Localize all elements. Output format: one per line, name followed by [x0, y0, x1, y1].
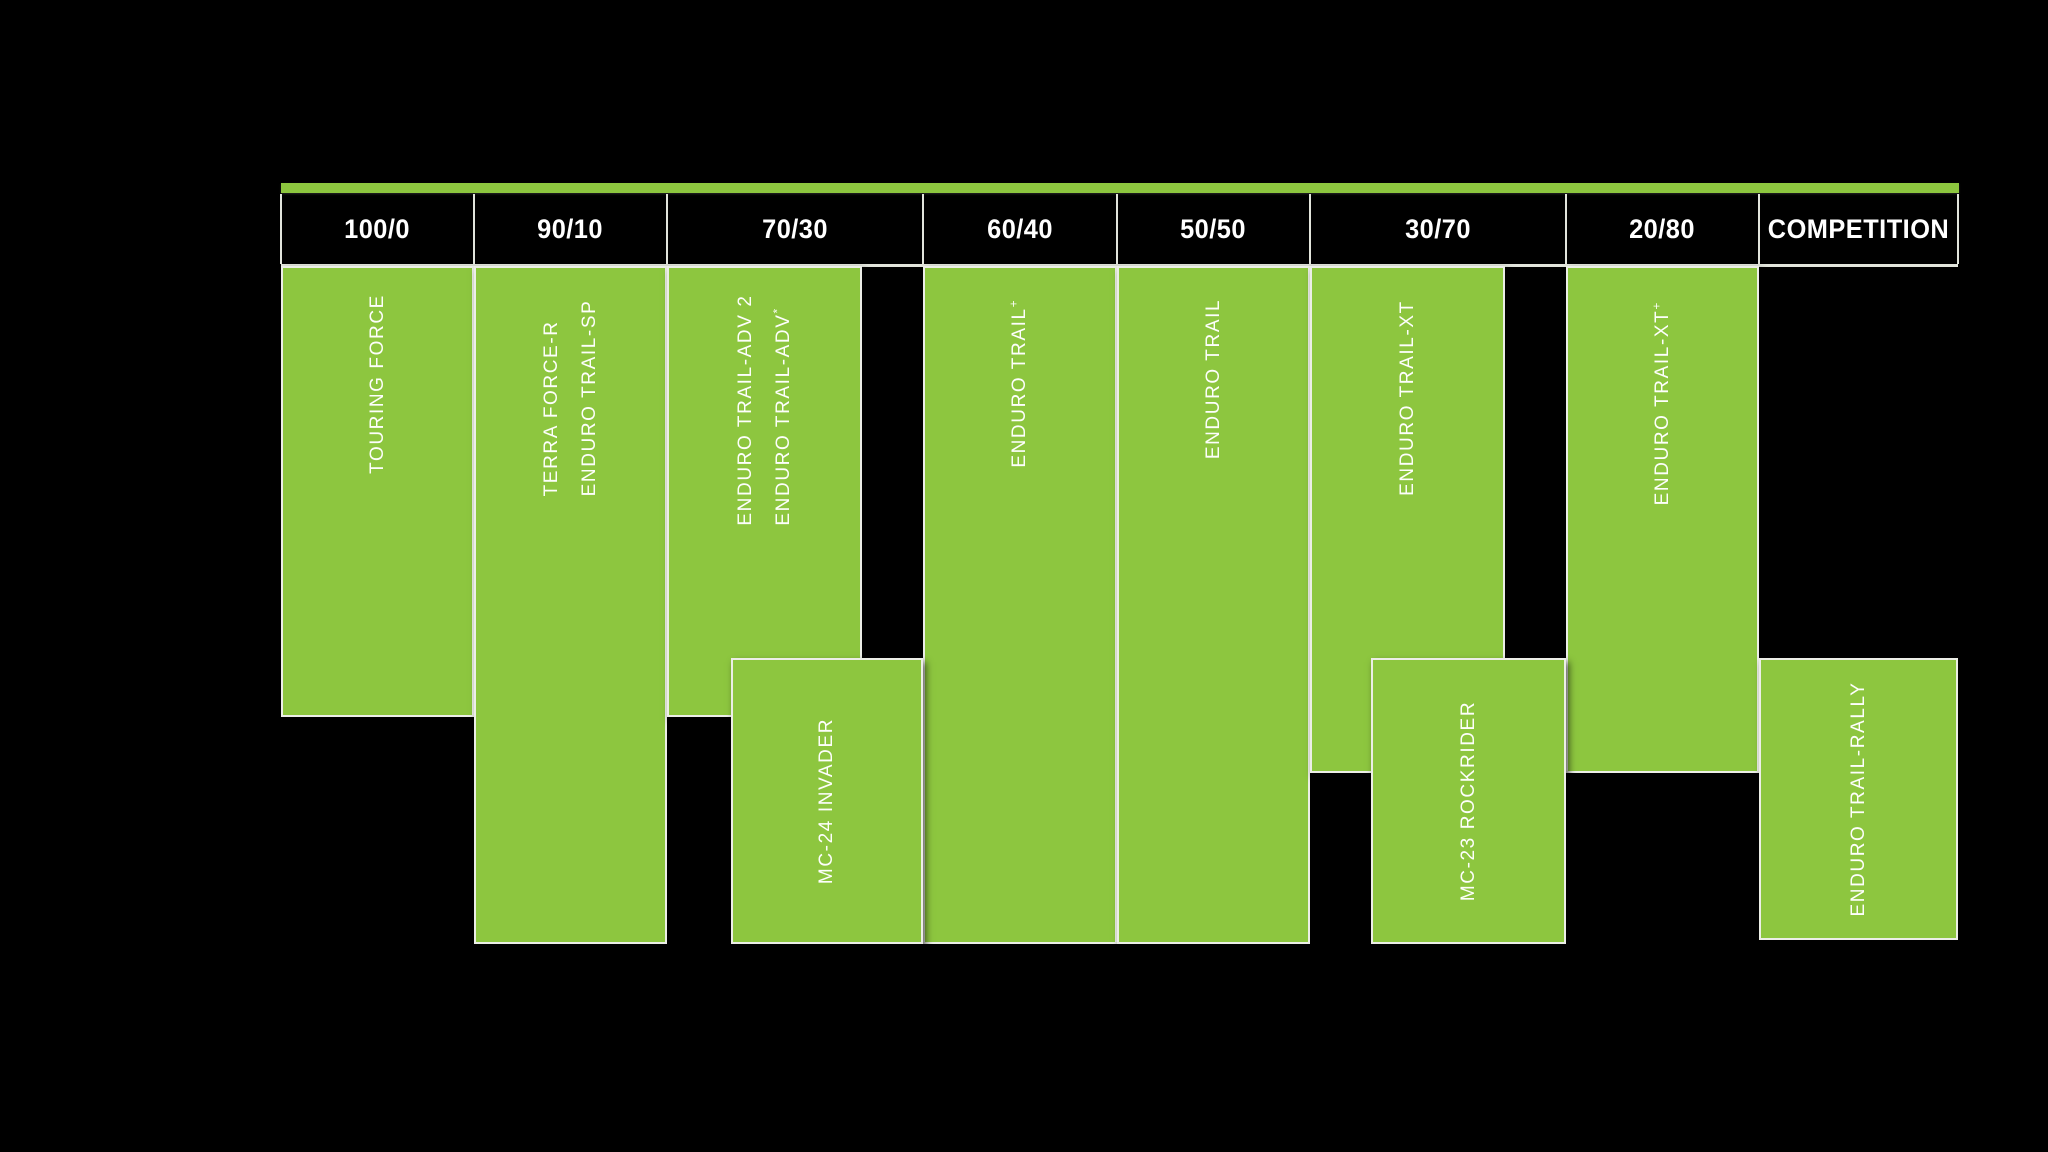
- ratio-header-cell-90-10: 90/10: [474, 194, 667, 264]
- product-bar-enduro-trail-xt-plus: ENDURO TRAIL-XT+: [1566, 266, 1759, 773]
- product-bar-label: ENDURO TRAIL-ADV 2 ENDURO TRAIL-ADV*: [727, 294, 803, 525]
- header-column-divider: [1309, 194, 1311, 264]
- ratio-header-label: 50/50: [1180, 213, 1247, 244]
- product-bar-enduro-trail-rally: ENDURO TRAIL-RALLY: [1759, 658, 1958, 940]
- superscript-mark: *: [770, 308, 785, 314]
- header-column-divider: [473, 194, 475, 264]
- ratio-header-cell-20-80: 20/80: [1566, 194, 1759, 264]
- product-name: MC-24 INVADER: [816, 717, 837, 885]
- product-bar-terra-force-r: TERRA FORCE-R ENDURO TRAIL-SP: [474, 266, 667, 944]
- product-name: ENDURO TRAIL-XT+: [1649, 302, 1673, 506]
- product-bar-label: MC-23 ROCKRIDER: [1450, 701, 1488, 901]
- product-bar-label: ENDURO TRAIL+: [1001, 300, 1039, 467]
- header-underline: [281, 264, 1958, 267]
- header-column-divider: [1565, 194, 1567, 264]
- product-bar-mc-23-rockrider: MC-23 ROCKRIDER: [1371, 658, 1566, 944]
- ratio-header-label: COMPETITION: [1767, 213, 1950, 244]
- ratio-header-label: 60/40: [987, 213, 1053, 244]
- header-column-divider: [666, 194, 668, 264]
- product-bar-label: TOURING FORCE: [359, 294, 397, 474]
- product-name: ENDURO TRAIL+: [1006, 300, 1030, 468]
- ratio-header-label: 70/30: [762, 213, 828, 244]
- product-name: TOURING FORCE: [366, 294, 388, 474]
- ratio-header-cell-60-40: 60/40: [923, 194, 1117, 264]
- header-column-divider: [280, 194, 282, 264]
- product-name: ENDURO TRAIL-RALLY: [1847, 681, 1869, 917]
- superscript-mark: +: [1649, 302, 1664, 310]
- product-bar-enduro-trail-adv: ENDURO TRAIL-ADV 2 ENDURO TRAIL-ADV*: [667, 266, 862, 717]
- ratio-header-label: 20/80: [1629, 213, 1696, 244]
- ratio-header-cell-70-30: 70/30: [667, 194, 923, 264]
- product-bar-mc-24-invader: MC-24 INVADER: [731, 658, 923, 944]
- product-name: ENDURO TRAIL-ADV*: [770, 308, 794, 526]
- product-name: MC-23 ROCKRIDER: [1457, 700, 1479, 902]
- ratio-header-label: 90/10: [537, 213, 604, 244]
- product-name: ENDURO TRAIL-XT: [1396, 300, 1418, 496]
- header-column-divider: [1116, 194, 1118, 264]
- product-bar-touring-force: TOURING FORCE: [281, 266, 474, 717]
- product-name: TERRA FORCE-R: [540, 320, 562, 497]
- top-green-rule: [281, 183, 1959, 193]
- product-bar-label: ENDURO TRAIL: [1195, 299, 1233, 459]
- product-bar-label: ENDURO TRAIL-XT: [1389, 300, 1427, 496]
- product-bar-label: MC-24 INVADER: [808, 718, 846, 884]
- product-bar-label: ENDURO TRAIL-XT+: [1644, 303, 1682, 506]
- product-bar-label: ENDURO TRAIL-RALLY: [1840, 681, 1878, 916]
- product-bar-enduro-trail: ENDURO TRAIL: [1117, 266, 1310, 944]
- product-name: ENDURO TRAIL: [1202, 298, 1224, 460]
- product-bar-label: TERRA FORCE-R ENDURO TRAIL-SP: [533, 300, 609, 497]
- ratio-header-label: 100/0: [344, 213, 411, 244]
- superscript-mark: +: [1006, 300, 1021, 308]
- ratio-header-cell-30-70: 30/70: [1310, 194, 1566, 264]
- ratio-header-cell-50-50: 50/50: [1117, 194, 1310, 264]
- header-column-divider: [922, 194, 924, 264]
- ratio-header-cell-100-0: 100/0: [281, 194, 474, 264]
- product-bar-enduro-trail-plus: ENDURO TRAIL+: [923, 266, 1117, 944]
- ratio-header-cell-competition: COMPETITION: [1759, 194, 1958, 264]
- product-name: ENDURO TRAIL-SP: [578, 299, 600, 497]
- header-column-divider: [1758, 194, 1760, 264]
- product-name: ENDURO TRAIL-ADV 2: [734, 294, 756, 526]
- header-column-divider: [1957, 194, 1959, 264]
- ratio-header-label: 30/70: [1405, 213, 1471, 244]
